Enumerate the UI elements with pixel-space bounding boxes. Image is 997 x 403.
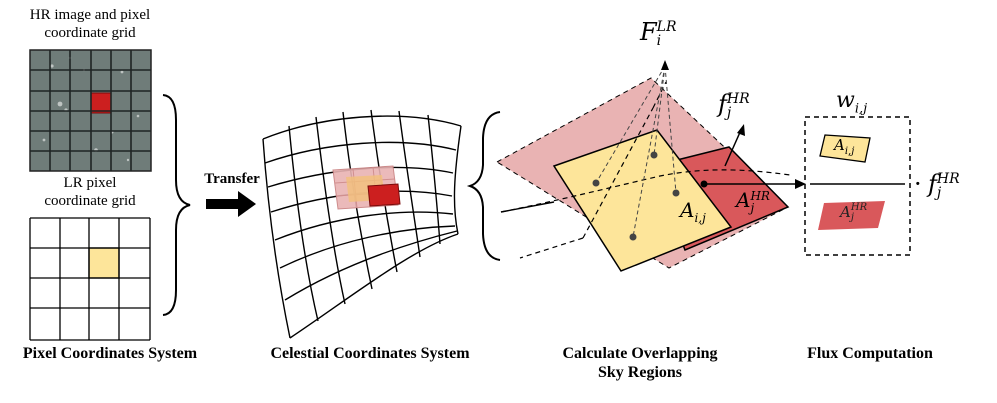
- celestial-system-title: Celestial Coordinates System: [270, 345, 470, 362]
- celestial-curved-grid: [262, 109, 462, 339]
- pixel-system-title: Pixel Coordinates System: [22, 345, 198, 362]
- hr-image-grid: [29, 49, 152, 172]
- dot-operator: ·: [914, 170, 922, 198]
- hr-grid-caption: HR image and pixel coordinate grid: [20, 6, 160, 42]
- projection-points: [592, 151, 680, 241]
- denominator-shape: [818, 201, 885, 230]
- lr-grid-caption: LR pixel coordinate grid: [20, 174, 160, 210]
- transfer-label: Transfer: [204, 171, 260, 187]
- overlap-title: Calculate Overlapping Sky Regions: [535, 344, 745, 382]
- flux-title: Flux Computation: [807, 345, 933, 362]
- hr-grid-caption-line2: coordinate grid: [44, 25, 136, 41]
- a-ij-label: Ai,j: [680, 198, 706, 225]
- lr-grid-caption-line1: LR pixel: [63, 175, 117, 191]
- w-ij-label: wi,j: [836, 88, 868, 117]
- lr-pixel-grid: [29, 217, 151, 341]
- flux-box: [804, 116, 911, 256]
- hr-grid-caption-line1: HR image and pixel: [29, 7, 151, 23]
- flux-arrowhead: [795, 179, 806, 189]
- f-hr-pointer: [724, 129, 742, 167]
- projection-lines: [595, 65, 677, 238]
- box-a-ij-label: Ai,j: [834, 136, 855, 157]
- celestial-pixel-overlay: [332, 165, 401, 210]
- overlap-diagram: [496, 60, 806, 272]
- middle-curly-brace: [466, 111, 501, 261]
- lr-grid-caption-line2: coordinate grid: [44, 193, 136, 209]
- f-hr-pointer-head: [737, 124, 745, 136]
- overlap-title-line2: Sky Regions: [597, 364, 683, 382]
- left-curly-brace: [162, 94, 191, 316]
- transfer-arrow: [206, 191, 256, 217]
- overlap-title-line1: Calculate Overlapping: [562, 345, 718, 362]
- numerator-shape: [819, 134, 871, 163]
- lr-yellow-region: [552, 129, 733, 272]
- projection-apex-arrow: [661, 60, 669, 70]
